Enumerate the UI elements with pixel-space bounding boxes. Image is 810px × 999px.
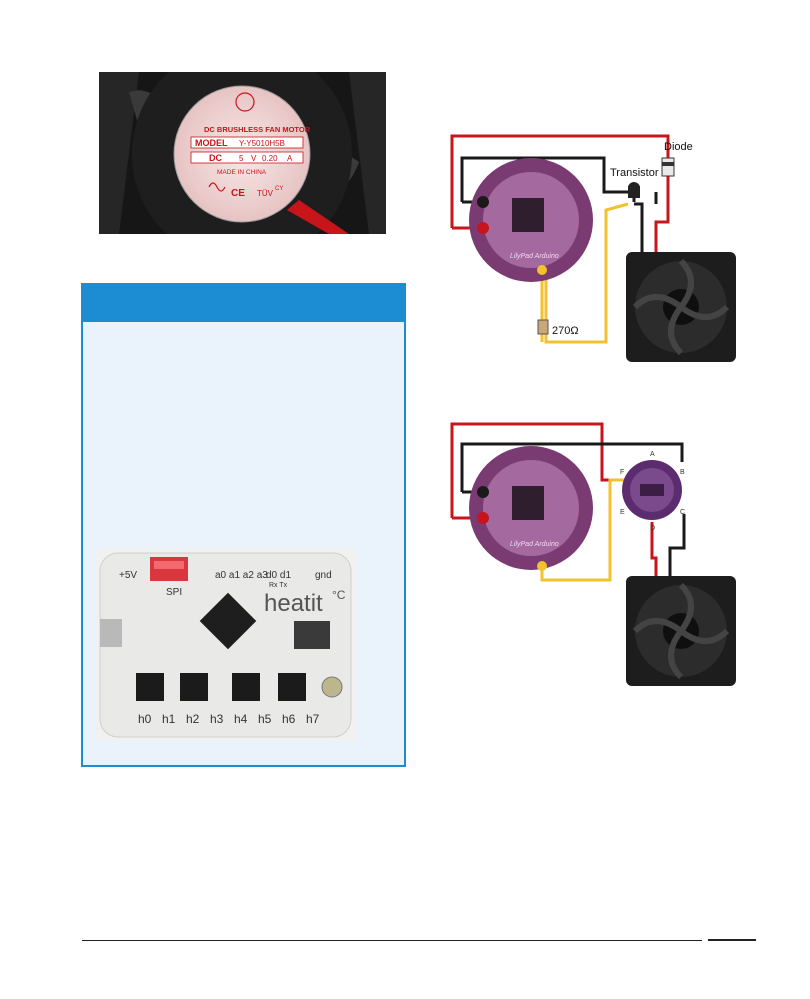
module-pin-label: A (650, 451, 655, 458)
fan-amps-unit: A (287, 154, 293, 163)
heater-pin-label: h7 (306, 712, 320, 726)
fan-cert-ce: CE (231, 188, 245, 199)
wiring-diagram-module: LilyPad Arduino A B C D E F (446, 418, 746, 688)
module-pin-label: F (620, 469, 624, 476)
board-brand-suffix: °C (332, 588, 346, 602)
heater-pin-label: h0 (138, 712, 152, 726)
fan-model-value: Y-Y5010H5B (239, 139, 285, 148)
wiring-diagram-transistor-drawing: LilyPad Arduino Diode Transistor 270Ω (446, 132, 746, 368)
fan-cert-cy: CY (275, 186, 283, 192)
module-pin-label: B (680, 469, 685, 476)
fan-label-title: DC BRUSHLESS FAN MOTOR (204, 125, 311, 134)
sidebar-header-bar (83, 285, 404, 322)
fan-brand-logo (235, 92, 255, 112)
heater-pin-label: h6 (282, 712, 296, 726)
heater-pin-label: h4 (234, 712, 248, 726)
fan-photo: DC BRUSHLESS FAN MOTOR MODEL Y-Y5010H5B … (99, 72, 386, 234)
transistor-label: Transistor (610, 167, 659, 179)
fan-amps-value: 0.20 (262, 154, 278, 163)
heater-pin-label: h5 (258, 712, 272, 726)
fan-made-in: MADE IN CHINA (217, 169, 267, 176)
heater-pin-label: h1 (162, 712, 176, 726)
heatit-board-photo: +5V SPI a0 a1 a2 a3 d0 d1 Rx Tx gnd heat… (96, 549, 355, 741)
sidebar-box: +5V SPI a0 a1 a2 a3 d0 d1 Rx Tx gnd heat… (81, 283, 406, 767)
board-pin-5v: +5V (119, 570, 137, 581)
module-pin-label: E (620, 509, 625, 516)
board-pin-spi: SPI (166, 587, 182, 598)
board-pins-analog: a0 a1 a2 a3 (215, 570, 268, 581)
fan-cert-tuv: TÜV (257, 189, 274, 198)
fan-photo-drawing: DC BRUSHLESS FAN MOTOR MODEL Y-Y5010H5B … (99, 72, 386, 234)
board-pin-gnd: gnd (315, 570, 332, 581)
heatit-board-drawing: +5V SPI a0 a1 a2 a3 d0 d1 Rx Tx gnd heat… (99, 552, 352, 738)
lilypad-label: LilyPad Arduino (510, 541, 559, 548)
wiring-diagram-module-drawing: LilyPad Arduino A B C D E F (446, 418, 746, 688)
module-pin-label: C (680, 509, 685, 516)
footer-rule-page-marker (708, 939, 756, 941)
module-pin-label: D (650, 525, 655, 532)
heater-pin-label: h3 (210, 712, 224, 726)
board-pins-digital: d0 d1 (266, 570, 291, 581)
lilypad-label: LilyPad Arduino (510, 253, 559, 260)
resistor-label: 270Ω (552, 325, 579, 337)
heater-pin-label: h2 (186, 712, 200, 726)
diode-label: Diode (664, 141, 693, 153)
fan-ul-logo (208, 182, 226, 192)
wiring-diagram-transistor: LilyPad Arduino Diode Transistor 270Ω (446, 132, 746, 368)
fan-model-label: MODEL (195, 138, 228, 148)
footer-rule (82, 940, 702, 941)
board-brand: heatit (264, 590, 323, 617)
fan-volts-unit: V (251, 154, 257, 163)
board-pins-rxtx: Rx Tx (269, 582, 288, 589)
fan-dc-label: DC (209, 153, 222, 163)
fan-volts-value: 5 (239, 154, 244, 163)
